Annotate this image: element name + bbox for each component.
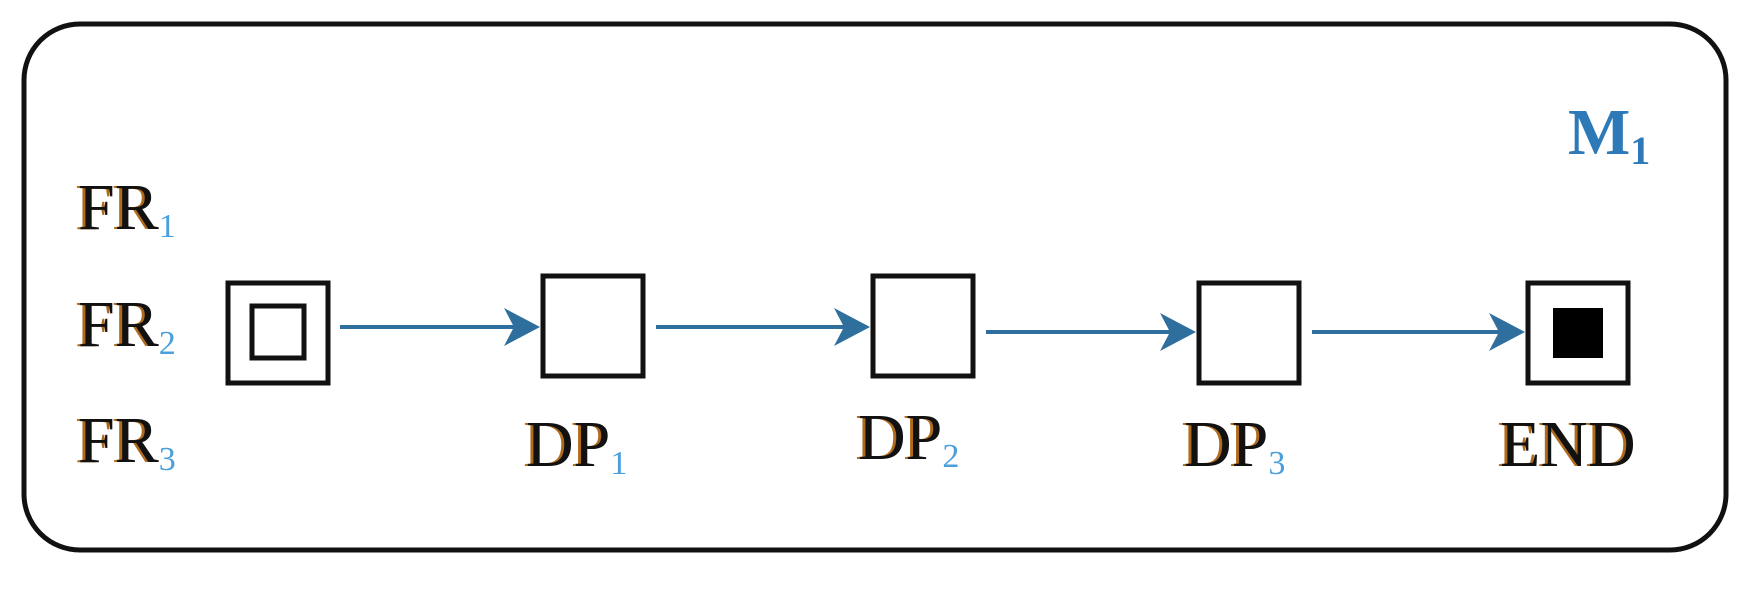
fr3-name: FR xyxy=(78,404,159,477)
end-name: END xyxy=(1500,408,1636,481)
module-name: M xyxy=(1568,96,1631,169)
dp3-name: DP xyxy=(1184,408,1269,481)
dp2-node xyxy=(870,273,976,379)
arrow-dp1-dp2 xyxy=(656,308,870,346)
dp2-name: DP xyxy=(858,401,943,474)
module-frame xyxy=(21,21,1729,553)
module-label: M1 xyxy=(1568,100,1650,171)
arrow-dp2-dp3 xyxy=(986,313,1196,351)
start-node xyxy=(225,280,331,386)
end-label: END xyxy=(1500,412,1636,478)
arrow-dp3-end xyxy=(1312,313,1525,351)
fr2-name: FR xyxy=(78,288,159,361)
fr3-label: FR3 xyxy=(78,408,176,477)
dp3-node xyxy=(1196,280,1302,386)
dp3-index: 3 xyxy=(1268,445,1286,482)
dp2-label: DP2 xyxy=(858,405,959,474)
arrow-start-dp1 xyxy=(340,308,540,346)
fr1-label: FR1 xyxy=(78,175,176,244)
end-node xyxy=(1525,280,1631,386)
dp1-label: DP1 xyxy=(526,412,627,481)
dp2-index: 2 xyxy=(942,438,960,475)
fr2-index: 2 xyxy=(158,325,176,362)
fr3-index: 3 xyxy=(158,441,176,478)
module-index: 1 xyxy=(1630,128,1651,173)
dp1-node xyxy=(540,273,646,379)
fr1-index: 1 xyxy=(158,208,176,245)
dp1-index: 1 xyxy=(610,445,628,482)
dp3-label: DP3 xyxy=(1184,412,1285,481)
fr1-name: FR xyxy=(78,171,159,244)
fr2-label: FR2 xyxy=(78,292,176,361)
dp1-name: DP xyxy=(526,408,611,481)
